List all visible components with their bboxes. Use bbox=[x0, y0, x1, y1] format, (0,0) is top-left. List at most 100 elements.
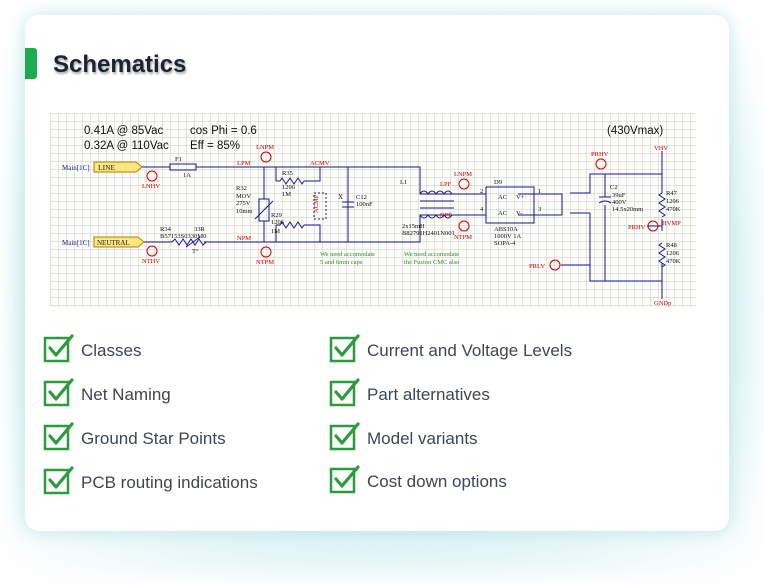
svg-text:4: 4 bbox=[480, 206, 484, 213]
varistor-r32 bbox=[258, 198, 270, 222]
svg-text:NTPM: NTPM bbox=[256, 259, 274, 266]
svg-text:10mm: 10mm bbox=[236, 208, 253, 215]
svg-text:33R: 33R bbox=[194, 226, 206, 233]
svg-text:100nF: 100nF bbox=[356, 201, 373, 208]
probe-ntpm bbox=[260, 246, 272, 258]
resistor-r35 bbox=[279, 177, 305, 185]
checkbox-checked-icon bbox=[329, 334, 360, 363]
common-mode-choke-l1 bbox=[419, 190, 453, 219]
svg-text:14.5x20mm: 14.5x20mm bbox=[612, 206, 643, 213]
svg-text:1A: 1A bbox=[183, 172, 191, 179]
svg-text:PRLV: PRLV bbox=[529, 263, 545, 270]
resistor-r48 bbox=[658, 242, 666, 268]
spec-efficiency: Eff = 85% bbox=[190, 140, 240, 152]
svg-text:39uF: 39uF bbox=[612, 192, 626, 199]
svg-text:LNPM: LNPM bbox=[454, 171, 472, 178]
svg-text:5 and 6mm caps: 5 and 6mm caps bbox=[320, 259, 363, 266]
svg-text:R32: R32 bbox=[236, 185, 247, 192]
title-accent-bar bbox=[25, 48, 37, 79]
probe-ntpm-2 bbox=[458, 220, 470, 232]
svg-text:Main[1C]: Main[1C] bbox=[62, 239, 90, 247]
svg-text:PRHV: PRHV bbox=[628, 224, 646, 231]
page-title: Schematics bbox=[53, 51, 187, 78]
thermistor-r34 bbox=[171, 238, 207, 246]
spec-power-factor: cos Phi = 0.6 bbox=[190, 125, 257, 137]
note-cmc: We need accomodate bbox=[404, 251, 459, 258]
svg-text:1206: 1206 bbox=[282, 184, 296, 191]
svg-text:V-: V- bbox=[516, 210, 522, 217]
svg-text:PRHV: PRHV bbox=[591, 151, 609, 158]
svg-text:B57153S0330M0: B57153S0330M0 bbox=[160, 233, 206, 240]
resistor-r47 bbox=[658, 192, 666, 218]
svg-text:NTHV: NTHV bbox=[142, 258, 160, 265]
checklist-label: Cost down options bbox=[367, 472, 507, 491]
probe-lnpm-2 bbox=[458, 178, 470, 190]
checkbox-checked-icon bbox=[329, 465, 360, 494]
checkbox-checked-icon bbox=[43, 466, 74, 495]
spec-current-110: 0.32A @ 110Vac bbox=[84, 140, 169, 152]
svg-text:R34: R34 bbox=[160, 226, 172, 233]
svg-text:the Fusion CMC also: the Fusion CMC also bbox=[404, 259, 459, 266]
svg-text:2x15mH: 2x15mH bbox=[402, 223, 425, 230]
svg-text:T°: T° bbox=[192, 248, 199, 255]
svg-text:2: 2 bbox=[480, 188, 483, 195]
checklist-label: Classes bbox=[81, 341, 142, 360]
svg-text:LNHV: LNHV bbox=[142, 183, 160, 190]
svg-text:275V: 275V bbox=[236, 200, 251, 207]
svg-text:AC: AC bbox=[498, 194, 507, 201]
checkbox-checked-icon bbox=[329, 422, 360, 451]
svg-text:1000V 1A: 1000V 1A bbox=[494, 233, 521, 240]
svg-text:V+: V+ bbox=[516, 194, 525, 201]
svg-text:1: 1 bbox=[538, 188, 541, 195]
svg-text:1206: 1206 bbox=[666, 250, 680, 257]
probe-lnhv bbox=[146, 170, 158, 182]
svg-text:470K: 470K bbox=[666, 206, 681, 213]
acmp-box bbox=[313, 192, 327, 220]
svg-text:SOPA-4: SOPA-4 bbox=[494, 240, 516, 247]
checklist-label: Net Naming bbox=[81, 385, 171, 404]
checklist-label: Current and Voltage Levels bbox=[367, 341, 573, 360]
resistor-r29 bbox=[279, 221, 305, 229]
svg-text:Main[1C]: Main[1C] bbox=[62, 164, 90, 172]
note-caps: We need accomodate bbox=[320, 251, 375, 258]
svg-text:D9: D9 bbox=[494, 179, 502, 186]
spec-current-85: 0.41A @ 85Vac bbox=[84, 125, 163, 137]
checkbox-checked-icon bbox=[329, 378, 360, 407]
svg-text:3: 3 bbox=[538, 206, 541, 213]
svg-text:R35: R35 bbox=[282, 170, 293, 177]
svg-text:B82791H2401N001: B82791H2401N001 bbox=[402, 230, 455, 237]
svg-text:ACMV: ACMV bbox=[310, 160, 330, 167]
fuse-f1 bbox=[169, 163, 197, 171]
svg-text:L1: L1 bbox=[400, 179, 407, 186]
svg-text:LPM: LPM bbox=[237, 160, 251, 167]
capacitor-c2 bbox=[598, 196, 612, 204]
probe-nthv bbox=[146, 245, 158, 257]
svg-text:C2: C2 bbox=[610, 184, 618, 191]
svg-text:1206: 1206 bbox=[666, 198, 680, 205]
svg-text:AC: AC bbox=[498, 210, 507, 217]
port-line: Main[1C] LINE bbox=[62, 161, 143, 173]
svg-text:MOV: MOV bbox=[236, 193, 251, 200]
svg-text:1206: 1206 bbox=[271, 219, 285, 226]
svg-text:LINE: LINE bbox=[98, 163, 115, 172]
checklist-label: PCB routing indications bbox=[81, 473, 258, 492]
probe-prlv bbox=[549, 259, 561, 271]
svg-text:R48: R48 bbox=[666, 242, 677, 249]
svg-text:470K: 470K bbox=[666, 258, 681, 265]
svg-text:NPF: NPF bbox=[440, 212, 452, 219]
checkbox-checked-icon bbox=[43, 378, 74, 407]
checklist-label: Part alternatives bbox=[367, 385, 490, 404]
checklist-label: Ground Star Points bbox=[81, 429, 226, 448]
probe-prhv-2 bbox=[647, 220, 659, 232]
spec-vmax: (430Vmax) bbox=[607, 125, 663, 137]
svg-text:NPM: NPM bbox=[237, 235, 251, 242]
svg-text:GNDp: GNDp bbox=[654, 300, 671, 307]
checklist-label: Model variants bbox=[367, 429, 478, 448]
svg-text:NEUTRAL: NEUTRAL bbox=[97, 239, 130, 247]
svg-text:VHV: VHV bbox=[654, 145, 668, 152]
svg-text:F1: F1 bbox=[175, 156, 182, 163]
svg-text:ABS10A: ABS10A bbox=[494, 226, 518, 233]
svg-text:1M: 1M bbox=[282, 191, 291, 198]
svg-text:R47: R47 bbox=[666, 190, 678, 197]
svg-text:1M: 1M bbox=[271, 228, 280, 235]
